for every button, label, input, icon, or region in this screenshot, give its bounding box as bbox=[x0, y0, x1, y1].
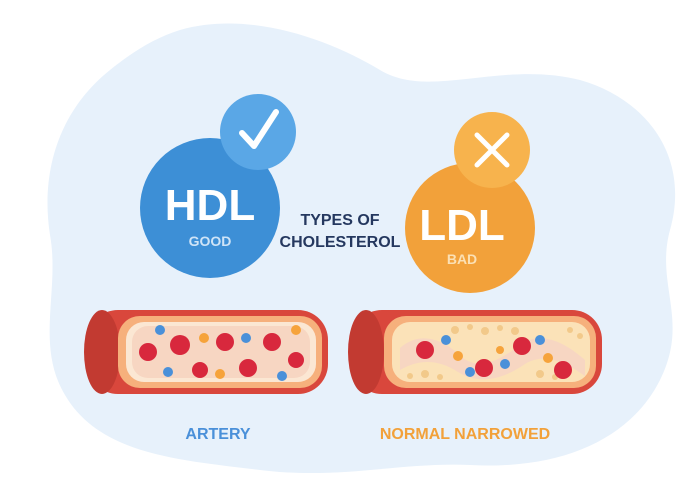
narrowed-channel bbox=[400, 338, 585, 380]
orange-particle bbox=[291, 325, 301, 335]
blue-particle bbox=[155, 325, 165, 335]
blood-cells bbox=[416, 335, 572, 379]
red-blood-cell bbox=[416, 341, 434, 359]
center-title-line2: CHOLESTEROL bbox=[280, 234, 401, 251]
red-blood-cell bbox=[216, 333, 234, 351]
narrowed-artery bbox=[348, 310, 602, 394]
hdl-badge-group: HDL GOOD bbox=[140, 94, 296, 278]
orange-particle bbox=[543, 353, 553, 363]
hdl-subtitle: GOOD bbox=[189, 233, 232, 249]
orange-particle bbox=[199, 333, 209, 343]
artery-label-left: ARTERY bbox=[185, 426, 251, 443]
orange-particle bbox=[453, 351, 463, 361]
ldl-badge-group: LDL BAD bbox=[405, 112, 535, 293]
red-blood-cell bbox=[139, 343, 157, 361]
artery-label-right: NORMAL NARROWED bbox=[380, 426, 550, 443]
ldl-title: LDL bbox=[419, 201, 505, 250]
ldl-subtitle: BAD bbox=[447, 251, 477, 267]
red-blood-cell bbox=[554, 361, 572, 379]
hdl-title: HDL bbox=[165, 181, 255, 230]
plaque-texture bbox=[407, 324, 583, 380]
blue-particle bbox=[441, 335, 451, 345]
normal-artery bbox=[84, 310, 328, 394]
center-title-line1: TYPES OF bbox=[300, 212, 379, 229]
blood-cells bbox=[139, 325, 304, 381]
blue-particle bbox=[465, 367, 475, 377]
orange-particle bbox=[496, 346, 504, 354]
red-blood-cell bbox=[475, 359, 493, 377]
red-blood-cell bbox=[170, 335, 190, 355]
hdl-check-badge bbox=[220, 94, 296, 170]
artery-opening bbox=[84, 310, 120, 394]
red-blood-cell bbox=[513, 337, 531, 355]
blue-particle bbox=[535, 335, 545, 345]
artery-opening bbox=[348, 310, 384, 394]
red-blood-cell bbox=[288, 352, 304, 368]
ldl-circle bbox=[405, 163, 535, 293]
hdl-circle bbox=[140, 138, 280, 278]
blue-particle bbox=[277, 371, 287, 381]
blue-particle bbox=[163, 367, 173, 377]
blue-particle bbox=[241, 333, 251, 343]
x-icon bbox=[474, 132, 510, 168]
check-icon bbox=[239, 109, 279, 149]
blue-particle bbox=[500, 359, 510, 369]
red-blood-cell bbox=[239, 359, 257, 377]
red-blood-cell bbox=[263, 333, 281, 351]
red-blood-cell bbox=[192, 362, 208, 378]
orange-particle bbox=[215, 369, 225, 379]
